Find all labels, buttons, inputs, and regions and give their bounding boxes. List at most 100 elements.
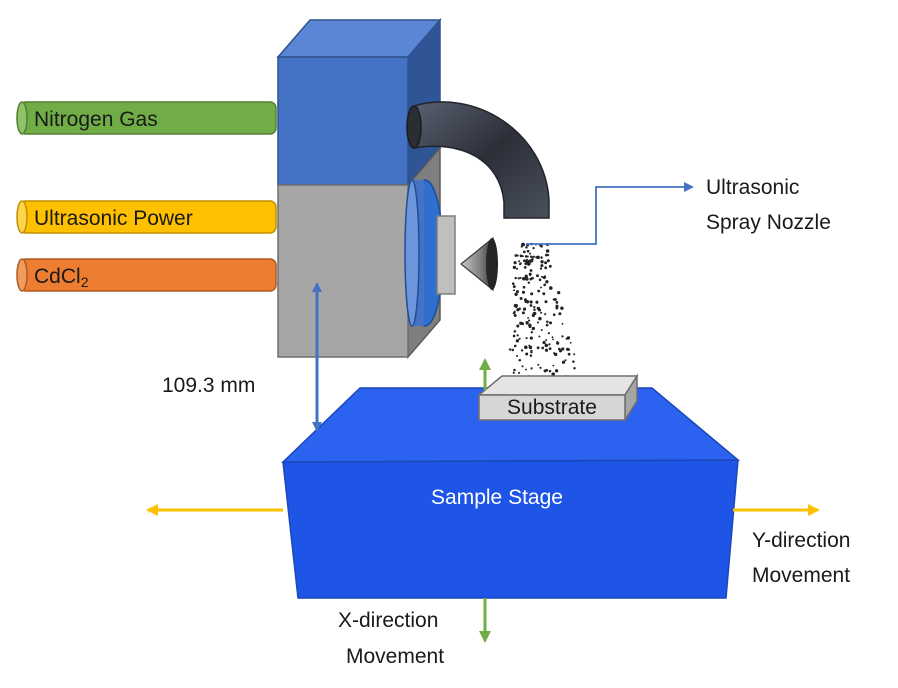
spray-particle xyxy=(527,281,530,284)
spray-particle xyxy=(531,328,534,331)
spray-particle xyxy=(524,255,528,258)
spray-particle xyxy=(521,242,526,247)
spray-particle xyxy=(555,307,558,310)
spray-particle xyxy=(542,292,546,296)
spray-particle xyxy=(514,276,517,280)
substrate-label: Substrate xyxy=(507,396,597,419)
spray-particle xyxy=(529,277,533,281)
spray-particle xyxy=(555,300,559,304)
spray-particle xyxy=(544,313,547,316)
nozzle-housing-top xyxy=(276,17,442,188)
spray-particle xyxy=(537,363,540,366)
spray-particle xyxy=(542,276,546,280)
spray-particle xyxy=(519,254,523,258)
spray-particle xyxy=(537,308,542,312)
spray-particle xyxy=(572,360,575,363)
spray-particle xyxy=(540,245,543,248)
spray-particle xyxy=(528,319,531,322)
spray-particle xyxy=(539,267,543,270)
spray-particle xyxy=(546,259,550,263)
spray-particle xyxy=(512,371,515,374)
spray-particle xyxy=(558,312,562,316)
spray-particle xyxy=(519,321,523,325)
y-movement-line2: Movement xyxy=(752,564,850,587)
spray-particle xyxy=(519,262,522,266)
spray-particle xyxy=(522,276,526,281)
spray-particle xyxy=(532,246,535,250)
ultrasonic-power-label: Ultrasonic Power xyxy=(34,207,193,230)
spray-particle xyxy=(526,249,530,253)
spray-particle xyxy=(516,334,519,337)
spray-particle xyxy=(525,322,529,325)
spray-particle xyxy=(514,254,518,257)
x-direction-arrow: X-direction Movement xyxy=(338,598,491,668)
spray-particle xyxy=(531,313,536,318)
spray-particle xyxy=(517,371,521,374)
spray-particle xyxy=(544,300,548,304)
spray-particle xyxy=(526,255,529,258)
spray-particle xyxy=(527,316,530,319)
spray-particle xyxy=(518,358,522,362)
spray-particle xyxy=(522,307,527,311)
spray-particle xyxy=(569,341,572,344)
spray-particle xyxy=(529,300,533,304)
distance-label: 109.3 mm xyxy=(162,374,255,397)
sample-stage-label: Sample Stage xyxy=(431,486,563,509)
spray-particle xyxy=(513,289,515,292)
spray-particle xyxy=(527,259,532,263)
spray-particle xyxy=(540,260,544,264)
spray-particle xyxy=(560,306,564,310)
spray-particle xyxy=(522,285,526,289)
spray-particle xyxy=(525,300,530,304)
spray-particle xyxy=(544,348,549,352)
spray-particle xyxy=(540,311,543,314)
spray-particle xyxy=(517,277,520,280)
spray-particle xyxy=(561,360,566,364)
spray-particle xyxy=(536,321,540,324)
spray-particle xyxy=(545,249,550,253)
cdcl2-tube: CdCl2 xyxy=(16,258,277,292)
spray-particle xyxy=(545,339,548,342)
spray-particle xyxy=(531,258,534,261)
spray-particle xyxy=(539,366,542,369)
spray-particle xyxy=(538,335,541,338)
spray-particle xyxy=(521,255,524,258)
spray-particle xyxy=(528,345,533,350)
spray-particle xyxy=(508,348,512,351)
spray-particle xyxy=(515,267,519,270)
spray-particle xyxy=(515,290,520,294)
spray-particle xyxy=(536,255,540,260)
spray-particle xyxy=(528,323,532,327)
distance-indicator: 109.3 mm xyxy=(162,282,322,432)
spray-particle xyxy=(533,308,536,311)
spray-particle xyxy=(557,290,561,295)
spray-particle xyxy=(529,274,532,277)
spray-particle xyxy=(556,341,560,345)
spray-particle xyxy=(513,310,516,313)
spray-particle xyxy=(524,262,528,266)
spray-particle xyxy=(521,290,526,294)
spray-particle xyxy=(525,274,528,278)
spray-particle xyxy=(523,298,527,302)
nitrogen-gas-label: Nitrogen Gas xyxy=(34,108,158,131)
curved-gas-pipe xyxy=(406,101,550,219)
spray-particle xyxy=(544,266,548,270)
spray-particle xyxy=(524,345,528,349)
spray-particle xyxy=(546,320,549,323)
spray-particle xyxy=(512,285,516,289)
spray-particle xyxy=(542,340,546,345)
spray-particle xyxy=(567,352,571,356)
spray-particle xyxy=(561,335,564,338)
spray-particle xyxy=(548,343,551,346)
spray-particle xyxy=(514,292,518,296)
spray-particle xyxy=(519,276,522,280)
spray-particle xyxy=(561,347,565,351)
spray-particle xyxy=(520,349,524,352)
nitrogen-gas-tube: Nitrogen Gas xyxy=(16,101,277,135)
spray-particle xyxy=(545,368,549,372)
spray-particle xyxy=(537,289,541,293)
spray-particle xyxy=(536,274,539,278)
y-direction-arrow: Y-direction Movement xyxy=(146,504,850,587)
spray-particle xyxy=(535,300,539,304)
